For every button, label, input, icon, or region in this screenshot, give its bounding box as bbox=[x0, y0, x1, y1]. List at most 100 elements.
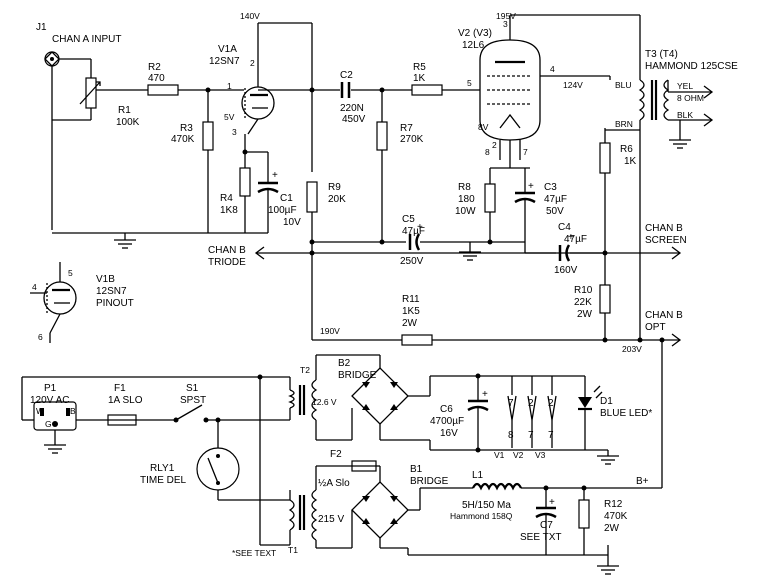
r8-ref: R8 bbox=[458, 182, 471, 193]
t1-value: 215 V bbox=[318, 514, 344, 525]
capacitor-c1: + C1 100µF 10V bbox=[257, 152, 301, 233]
resistor-r10: R10 22K 2W bbox=[574, 253, 611, 340]
c3-ref: C3 bbox=[544, 182, 557, 193]
r12-ref: R12 bbox=[604, 499, 623, 510]
t3-ohm: 8 OHM bbox=[677, 93, 704, 103]
r8-value: 180 bbox=[458, 194, 475, 205]
capacitor-c5: + C5 47µF 250V bbox=[400, 214, 425, 267]
rail-124v: 124V bbox=[563, 80, 583, 90]
c6-ref: C6 bbox=[440, 404, 453, 415]
heater-string: 7 2 2 8 7 7 V1 V2 V3 bbox=[494, 376, 557, 460]
resistor-r6: R6 1K bbox=[599, 76, 637, 253]
r4-value: 1K8 bbox=[220, 205, 238, 216]
j1-ref: J1 bbox=[36, 22, 47, 33]
r7-ref: R7 bbox=[400, 123, 413, 134]
rail-203v: 203V bbox=[622, 344, 642, 354]
heater-top-3: 2 bbox=[548, 398, 554, 409]
r3-value: 470K bbox=[171, 134, 195, 145]
svg-text:+: + bbox=[272, 170, 278, 181]
v2-pin8v: 8V bbox=[478, 122, 489, 132]
svg-text:+: + bbox=[549, 497, 555, 508]
r11-value: 1K5 bbox=[402, 306, 420, 317]
v2-pin2: 2 bbox=[492, 140, 497, 150]
input-jack-j1: J1 CHAN A INPUT bbox=[36, 22, 121, 230]
resistor-r8: R8 180 10W bbox=[455, 168, 496, 242]
c4-ref: C4 bbox=[558, 222, 571, 233]
r1-value: 100K bbox=[116, 117, 140, 128]
r3-ref: R3 bbox=[180, 123, 193, 134]
p1-g: G bbox=[45, 419, 52, 429]
b1-ref: B1 bbox=[410, 464, 423, 475]
resistor-r5: R5 1K bbox=[411, 62, 443, 96]
c1-voltage: 10V bbox=[283, 217, 301, 228]
v1b-pinout: PINOUT bbox=[96, 298, 134, 309]
v1b-pin4: 4 bbox=[32, 282, 37, 292]
chan-b-screen-l1: CHAN B bbox=[645, 223, 683, 234]
v2-type: 12L6 bbox=[462, 40, 485, 51]
resistor-r2: R2 470 bbox=[147, 62, 179, 96]
fuse-f1: F1 1A SLO bbox=[107, 383, 143, 426]
r4-ref: R4 bbox=[220, 193, 233, 204]
resistor-r3: R3 470K bbox=[171, 90, 214, 233]
r11-power: 2W bbox=[402, 318, 418, 329]
bplus-label: B+ bbox=[636, 476, 649, 487]
c1-value: 100µF bbox=[268, 205, 297, 216]
v1b-type: 12SN7 bbox=[96, 286, 127, 297]
b1-value: BRIDGE bbox=[410, 476, 449, 487]
rly1-value: TIME DEL bbox=[140, 475, 187, 486]
r9-ref: R9 bbox=[328, 182, 341, 193]
tube-v2: 3 V2 (V3) 12L6 195V bbox=[458, 11, 541, 141]
resistor-r7: R7 270K bbox=[376, 90, 424, 242]
v1a-pin1: 1 bbox=[227, 81, 232, 91]
c2-voltage: 450V bbox=[342, 114, 366, 125]
resistor-r12: R12 470K 2W bbox=[578, 488, 628, 555]
heater-bot-3: 7 bbox=[548, 430, 554, 441]
c3-voltage: 50V bbox=[546, 206, 564, 217]
c5-ref: C5 bbox=[402, 214, 415, 225]
f2-value: ½A Slo bbox=[318, 478, 350, 489]
j1-label: CHAN A INPUT bbox=[52, 34, 121, 45]
c5-value: 47µF bbox=[402, 226, 425, 237]
r6-value: 1K bbox=[624, 156, 637, 167]
d1-ref: D1 bbox=[600, 396, 613, 407]
rail-190v: 190V bbox=[320, 326, 340, 336]
c7-value: SEE TXT bbox=[520, 532, 562, 543]
switch-s1: S1 SPST bbox=[173, 383, 209, 423]
r10-ref: R10 bbox=[574, 285, 593, 296]
t3-blu: BLU bbox=[615, 80, 632, 90]
c1-ref: C1 bbox=[280, 193, 293, 204]
capacitor-c7: + C7 SEE TXT bbox=[520, 488, 562, 555]
choke-l1: L1 5H/150 Ma Hammond 158Q bbox=[450, 470, 522, 521]
resistor-r11: R11 1K5 2W bbox=[401, 294, 433, 346]
b2-value: BRIDGE bbox=[338, 370, 377, 381]
c4-voltage: 160V bbox=[554, 265, 578, 276]
relay-rly1: RLY1 TIME DEL bbox=[140, 447, 240, 491]
chan-b-triode-l2: TRIODE bbox=[208, 257, 246, 268]
r2-value: 470 bbox=[148, 73, 165, 84]
l1-value: 5H/150 Ma bbox=[462, 500, 511, 511]
capacitor-c4: + C4 47µF 160V bbox=[554, 222, 587, 276]
t2-ref: T2 bbox=[300, 365, 310, 375]
heater-bot-2: 7 bbox=[528, 430, 534, 441]
f1-ref: F1 bbox=[114, 383, 126, 394]
capacitor-c2: C2 220N 450V bbox=[340, 70, 366, 125]
t3-ref: T3 (T4) bbox=[645, 49, 678, 60]
t3-type: HAMMOND 125CSE bbox=[645, 61, 738, 72]
led-d1: D1 BLUE LED* bbox=[578, 376, 652, 450]
mains-plug-p1: W B G P1 120V AC bbox=[30, 383, 77, 431]
rly1-ref: RLY1 bbox=[150, 463, 175, 474]
resistor-r9: R9 20K bbox=[306, 181, 346, 340]
v1b-pin6: 6 bbox=[38, 332, 43, 342]
resistor-r4: R4 1K8 bbox=[220, 152, 251, 233]
r9-value: 20K bbox=[328, 194, 346, 205]
pot-r1: R1 100K bbox=[52, 59, 140, 128]
heater-v2: V2 bbox=[513, 450, 524, 460]
v2-pin4: 4 bbox=[550, 64, 555, 74]
r1-ref: R1 bbox=[118, 105, 131, 116]
tube-v1a: V1A 12SN7 1 2 3 5V bbox=[209, 44, 275, 137]
r2-ref: R2 bbox=[148, 62, 161, 73]
v1a-pin5: 5V bbox=[224, 112, 235, 122]
heater-bot-1: 8 bbox=[508, 430, 514, 441]
rail-140v: 140V bbox=[240, 11, 260, 21]
